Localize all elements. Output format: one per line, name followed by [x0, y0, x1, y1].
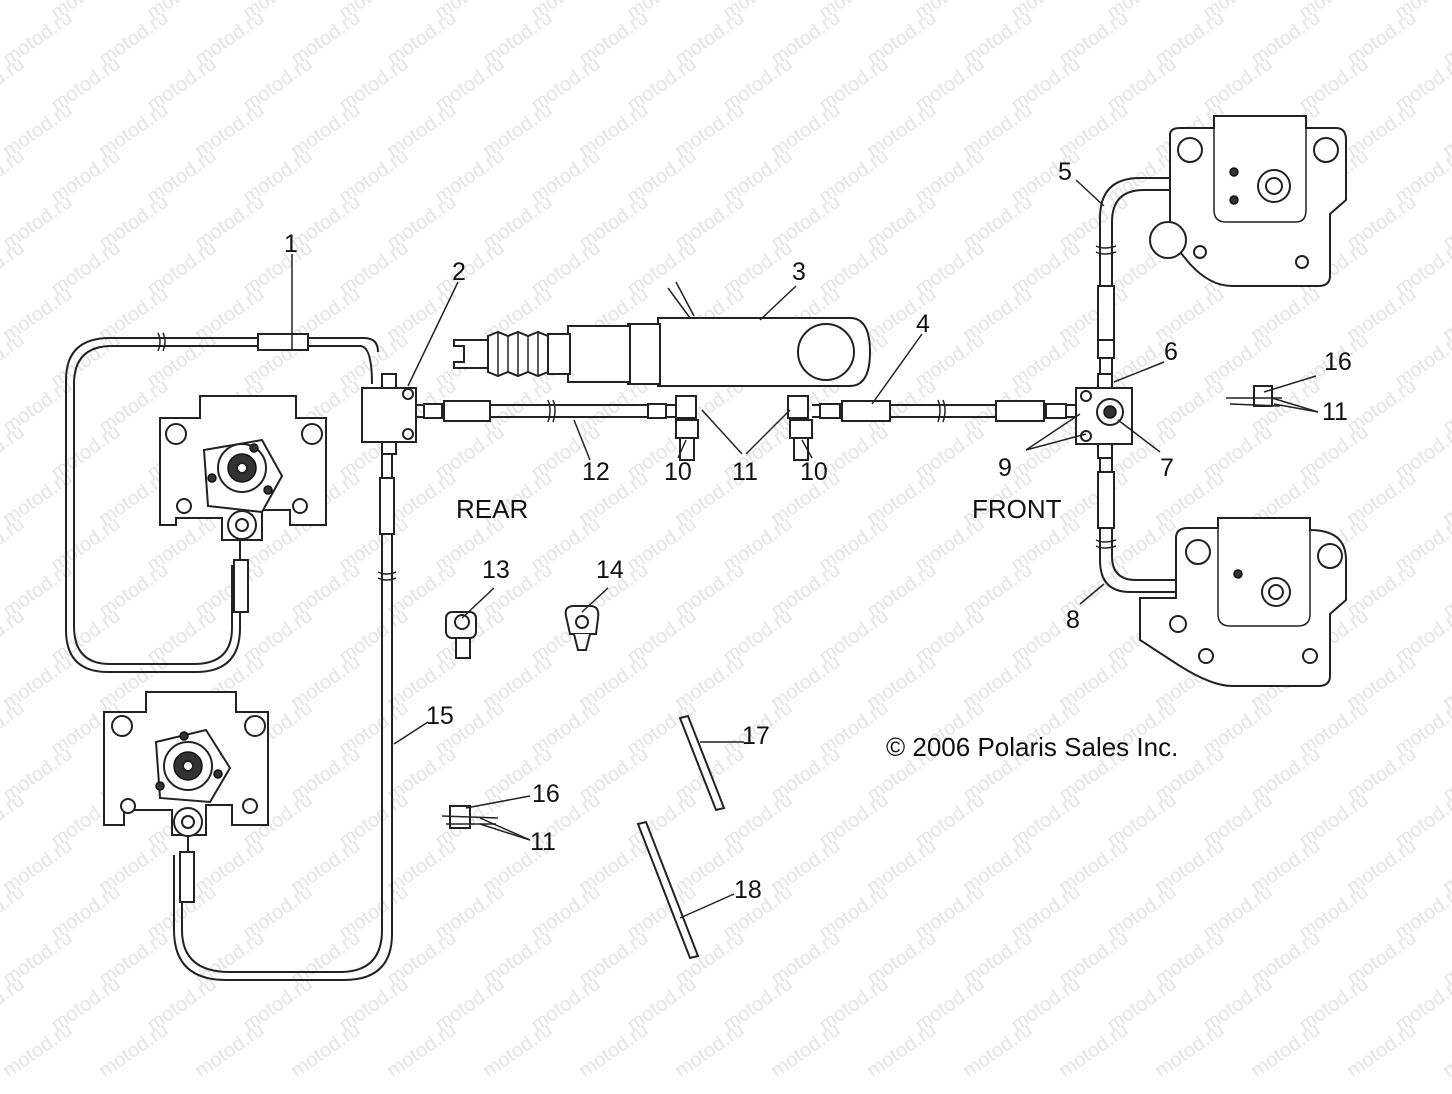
watermark-text: motod.ru [959, 1019, 1036, 1082]
watermark-text: motod.ru [0, 1019, 76, 1082]
watermark-text: motod.ru [479, 1019, 556, 1082]
watermark-text: motod.ru [95, 1019, 172, 1082]
rear-hose-1 [65, 332, 379, 673]
cable-tie-17 [678, 714, 726, 812]
rear-caliper-lower [103, 691, 269, 837]
watermark-text: motod.ru [0, 973, 28, 1036]
callout-3: 3 [792, 258, 806, 286]
front-caliper-upper [1149, 115, 1347, 287]
copyright-text: © 2006 Polaris Sales Inc. [886, 732, 1178, 762]
watermark-text: motod.ru [191, 1019, 268, 1082]
callout-17: 17 [742, 722, 770, 750]
watermark-text: motod.ru [0, 697, 28, 760]
callout-11-right: 11 [1322, 398, 1348, 426]
callout-9: 9 [998, 454, 1012, 482]
watermark-text: motod.ru [1151, 1019, 1228, 1082]
watermark-text: motod.ru [0, 421, 28, 484]
callout-labels: 1 2 3 4 5 6 7 8 9 10 10 11 11 11 12 13 1… [284, 158, 1352, 904]
callout-4: 4 [916, 310, 930, 338]
banjo-bolt-10-right [789, 419, 813, 461]
callout-1: 1 [284, 230, 298, 258]
watermark-text: motod.ru [1247, 1019, 1324, 1082]
rear-caliper-upper [159, 395, 327, 560]
callout-12: 12 [582, 458, 610, 486]
callout-14: 14 [596, 556, 624, 584]
rear-tee-2 [361, 373, 417, 455]
watermark-text: motod.ru [0, 881, 28, 944]
callout-5: 5 [1058, 158, 1072, 186]
callout-16-lower: 16 [532, 780, 560, 808]
watermark-text: motod.ru [0, 237, 28, 300]
watermark-text: motod.ru [863, 1019, 940, 1082]
callout-16-right: 16 [1324, 348, 1352, 376]
watermark-text: motod.ru [1343, 1019, 1420, 1082]
front-caliper-lower [1139, 517, 1347, 687]
watermark-text: motod.ru [0, 145, 28, 208]
watermark-text: motod.ru [383, 1019, 460, 1082]
callout-7: 7 [1160, 454, 1174, 482]
banjo-bolt-10-left [675, 419, 699, 461]
callout-15: 15 [426, 702, 454, 730]
watermark-text: motod.ru [0, 0, 28, 24]
callout-13: 13 [482, 556, 510, 584]
watermark-text: motod.ru [0, 789, 28, 852]
watermark-text: motod.ru [1055, 1019, 1132, 1082]
callout-2: 2 [452, 258, 466, 286]
front-label: FRONT [972, 494, 1062, 524]
clip-14 [564, 605, 600, 651]
watermark-text: motod.ru [0, 329, 28, 392]
brake-line-12 [416, 399, 680, 423]
callout-11-center: 11 [732, 458, 758, 486]
rear-label: REAR [456, 494, 528, 524]
cable-tie-18 [636, 820, 700, 960]
callout-11-lower: 11 [530, 828, 556, 856]
watermark-text: motod.ru [287, 1019, 364, 1082]
callout-18: 18 [734, 876, 762, 904]
rear-hose-15 [173, 445, 397, 981]
callout-10-left: 10 [664, 458, 692, 486]
leader-lines [291, 179, 1319, 919]
watermark-text: motod.ru [767, 1019, 844, 1082]
callout-10-right: 10 [800, 458, 828, 486]
watermark-text: motod.ru [0, 53, 28, 116]
callout-8: 8 [1066, 606, 1080, 634]
watermark-text: motod.ru [575, 1019, 652, 1082]
watermark-text: motod.ru [0, 513, 28, 576]
watermark-text: motod.ru [1439, 1019, 1452, 1082]
bolt-16-lower [441, 805, 499, 829]
callout-6: 6 [1164, 338, 1178, 366]
watermark-text: motod.ru [0, 605, 28, 668]
clip-13 [445, 611, 477, 659]
brake-line-4 [812, 399, 1076, 423]
watermark-text: motod.ru [671, 1019, 748, 1082]
master-cylinder-3 [453, 281, 872, 419]
